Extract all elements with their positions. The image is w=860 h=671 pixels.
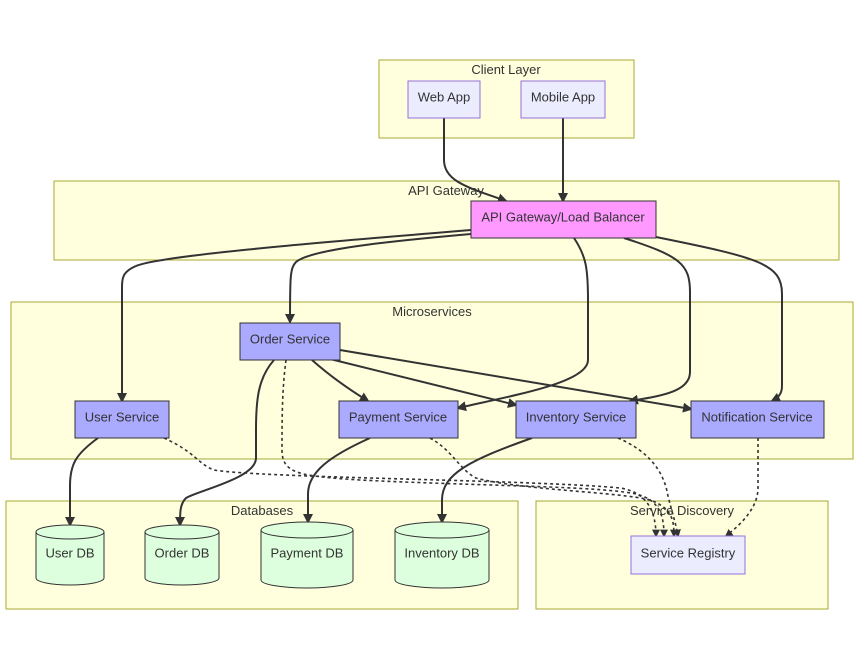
- edge-paymentservice-registry: [429, 437, 678, 538]
- node-notification-service[interactable]: Notification Service: [690, 400, 825, 439]
- inventory-db-label: Inventory DB: [404, 545, 479, 560]
- order-service-label: Order Service: [250, 331, 330, 346]
- service-registry-label: Service Registry: [641, 545, 736, 560]
- edge-notificationservice-registry: [724, 438, 759, 537]
- node-inventory-service[interactable]: Inventory Service: [515, 400, 637, 439]
- edges-dotted: [163, 359, 759, 538]
- node-user-db[interactable]: User DB: [35, 524, 105, 586]
- node-api-gateway-load-balancer[interactable]: API Gateway/Load Balancer: [470, 200, 657, 239]
- edge-orderservice-registry: [281, 359, 668, 538]
- edges-solid: [65, 118, 783, 527]
- user-db-label: User DB: [45, 545, 94, 560]
- edge-order-payment: [311, 359, 370, 403]
- order-db-label: Order DB: [155, 545, 210, 560]
- node-payment-service[interactable]: Payment Service: [338, 400, 459, 439]
- edge-order-notification: [339, 349, 693, 413]
- node-payment-db[interactable]: Payment DB: [260, 521, 354, 589]
- edge-gateway-inventoryservice: [623, 237, 691, 405]
- gateway-label: API Gateway/Load Balancer: [481, 209, 645, 224]
- notification-service-label: Notification Service: [701, 409, 812, 424]
- edge-webapp-gateway: [443, 118, 508, 203]
- node-mobile-app[interactable]: Mobile App: [520, 80, 606, 119]
- node-order-db[interactable]: Order DB: [144, 524, 220, 586]
- payment-service-label: Payment Service: [349, 409, 447, 424]
- node-web-app[interactable]: Web App: [407, 80, 481, 119]
- edge-inventoryservice-registry: [617, 437, 681, 538]
- edge-userservice-userdb: [65, 437, 99, 527]
- edge-inventoryservice-inventorydb: [437, 437, 533, 524]
- cluster-api-gateway: API Gateway: [53, 180, 840, 261]
- edge-gateway-notificationservice: [655, 236, 783, 402]
- payment-db-label: Payment DB: [271, 545, 344, 560]
- edge-paymentservice-paymentdb: [303, 437, 371, 524]
- node-service-registry[interactable]: Service Registry: [630, 535, 746, 575]
- node-order-service[interactable]: Order Service: [239, 322, 341, 361]
- cluster-service-discovery-label: Service Discovery: [630, 503, 735, 518]
- edge-gateway-paymentservice: [456, 237, 589, 412]
- node-inventory-db[interactable]: Inventory DB: [394, 521, 490, 589]
- edge-orderservice-orderdb: [175, 359, 275, 527]
- web-app-label: Web App: [418, 89, 471, 104]
- edge-gateway-orderservice: [285, 233, 472, 324]
- user-service-label: User Service: [85, 409, 159, 424]
- node-user-service[interactable]: User Service: [74, 400, 170, 439]
- cluster-api-gateway-label: API Gateway: [408, 183, 484, 198]
- cluster-databases-label: Databases: [231, 503, 294, 518]
- cluster-microservices-label: Microservices: [392, 304, 472, 319]
- mobile-app-label: Mobile App: [531, 89, 595, 104]
- inventory-service-label: Inventory Service: [526, 409, 626, 424]
- cluster-client-layer-label: Client Layer: [471, 62, 541, 77]
- edge-order-inventory: [325, 357, 518, 408]
- edge-gateway-userservice: [117, 229, 472, 403]
